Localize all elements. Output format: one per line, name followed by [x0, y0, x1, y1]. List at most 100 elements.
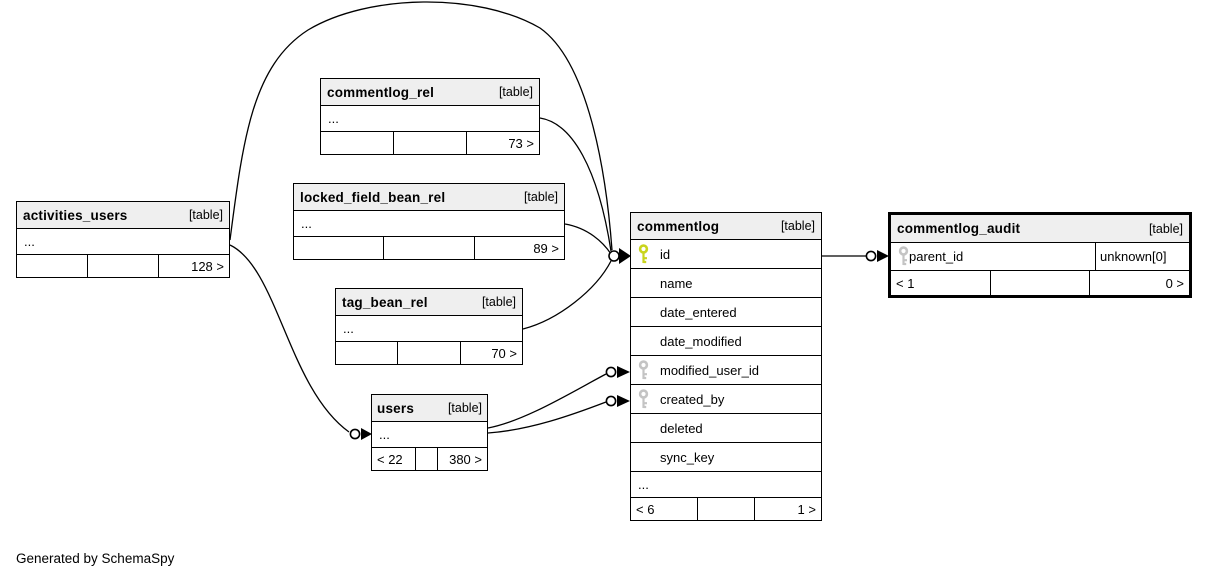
- footer-cell-mid: [384, 237, 475, 259]
- table-type-label: [table]: [780, 219, 815, 233]
- column-name: parent_id: [909, 249, 964, 264]
- column-name: modified_user_id: [660, 362, 760, 378]
- column-row-modified-user-id[interactable]: modified_user_id: [631, 356, 821, 385]
- column-row-created-by[interactable]: created_by: [631, 385, 821, 414]
- table-type-label: [table]: [481, 295, 516, 309]
- table-commentlog-rel[interactable]: commentlog_rel [table] ... 73 >: [320, 78, 540, 155]
- crowfoot-markers: [349, 248, 889, 440]
- column-type-label: unknown[0]: [1095, 243, 1189, 270]
- primary-key-icon: [638, 243, 653, 265]
- table-locked-field-bean-rel[interactable]: locked_field_bean_rel [table] ... 89 >: [293, 183, 565, 260]
- table-header[interactable]: tag_bean_rel [table]: [336, 289, 522, 316]
- table-footer: < 1 0 >: [891, 271, 1189, 295]
- column-name: id: [660, 246, 671, 262]
- table-commentlog[interactable]: commentlog [table] id name date_entered …: [630, 212, 822, 521]
- footer-cell-left: < 1: [891, 271, 991, 295]
- footer-cell-right: 128 >: [191, 258, 224, 274]
- ellipsis-row: ...: [321, 106, 539, 132]
- table-name: tag_bean_rel: [342, 294, 428, 310]
- ellipsis-text: ...: [24, 234, 35, 249]
- table-tag-bean-rel[interactable]: tag_bean_rel [table] ... 70 >: [335, 288, 523, 365]
- table-type-label: [table]: [498, 85, 533, 99]
- table-activities-users[interactable]: activities_users [table] ... 128 >: [16, 201, 230, 278]
- column-name: sync_key: [660, 449, 715, 465]
- table-footer: < 6 1 >: [631, 498, 821, 520]
- column-name: deleted: [660, 420, 703, 436]
- ellipsis-row: ...: [17, 229, 229, 255]
- column-row-parent-id[interactable]: parent_id unknown[0]: [891, 243, 1189, 271]
- column-row-deleted[interactable]: deleted: [631, 414, 821, 443]
- table-header[interactable]: commentlog_rel [table]: [321, 79, 539, 106]
- footer-cell-right: 1 >: [797, 501, 816, 517]
- footer-cell-mid: [991, 271, 1091, 295]
- footer-cell-right: 380 >: [449, 451, 482, 467]
- column-name: created_by: [660, 391, 725, 407]
- footer-cell-mid: [88, 255, 159, 277]
- rel-line-activities-commentlog: [229, 1, 613, 251]
- foreign-key-icon: [638, 359, 653, 381]
- ellipsis-text: ...: [343, 321, 354, 336]
- column-row-date-entered[interactable]: date_entered: [631, 298, 821, 327]
- footer-cell-left: [336, 342, 399, 364]
- table-name: activities_users: [23, 207, 128, 223]
- table-header[interactable]: commentlog_audit [table]: [891, 215, 1189, 243]
- table-name: commentlog: [637, 218, 720, 234]
- column-row-sync-key[interactable]: sync_key: [631, 443, 821, 472]
- ellipsis-row: ...: [631, 472, 821, 498]
- column-name: date_entered: [660, 304, 737, 320]
- table-commentlog-audit[interactable]: commentlog_audit [table] parent_id unkno…: [888, 212, 1192, 298]
- footer-cell-left: [321, 132, 394, 154]
- footer-cell-mid: [698, 498, 755, 520]
- generated-by-note: Generated by SchemaSpy: [16, 551, 175, 566]
- table-footer: 128 >: [17, 255, 229, 277]
- ellipsis-row: ...: [336, 316, 522, 342]
- table-header[interactable]: commentlog [table]: [631, 213, 821, 240]
- table-footer: 89 >: [294, 237, 564, 259]
- footer-cell-mid: [416, 448, 439, 470]
- rel-line-tagbean-commentlog: [522, 260, 612, 330]
- table-type-label: [table]: [523, 190, 558, 204]
- table-footer: 70 >: [336, 342, 522, 364]
- column-row-date-modified[interactable]: date_modified: [631, 327, 821, 356]
- foreign-key-icon: [638, 388, 653, 410]
- footer-cell-left: [17, 255, 88, 277]
- rel-line-activities-users: [229, 244, 350, 433]
- footer-cell-right: 89 >: [533, 240, 559, 256]
- table-users[interactable]: users [table] ... < 22 380 >: [371, 394, 488, 471]
- footer-cell-right: 70 >: [491, 345, 517, 361]
- rel-line-users-created: [487, 401, 607, 434]
- column-row-id[interactable]: id: [631, 240, 821, 269]
- column-name: date_modified: [660, 333, 742, 349]
- footer-cell-mid: [398, 342, 461, 364]
- ellipsis-text: ...: [379, 427, 390, 442]
- footer-cell-left: < 22: [372, 448, 416, 470]
- table-name: commentlog_audit: [897, 221, 1021, 236]
- footer-cell-left: < 6: [631, 498, 699, 520]
- rel-line-commentlogrel-commentlog: [539, 117, 612, 252]
- rel-line-lockedfield-commentlog: [564, 223, 612, 255]
- table-name: commentlog_rel: [327, 84, 435, 100]
- table-name: users: [377, 400, 415, 416]
- footer-cell-left: [294, 237, 385, 259]
- footer-cell-right: 0 >: [1165, 275, 1185, 291]
- ellipsis-row: ...: [294, 211, 564, 237]
- table-header[interactable]: locked_field_bean_rel [table]: [294, 184, 564, 211]
- foreign-key-icon: [898, 246, 909, 267]
- ellipsis-text: ...: [328, 111, 339, 126]
- table-type-label: [table]: [188, 208, 223, 222]
- column-row-name[interactable]: name: [631, 269, 821, 298]
- ellipsis-row: ...: [372, 422, 487, 448]
- table-type-label: [table]: [447, 401, 482, 415]
- ellipsis-text: ...: [301, 216, 312, 231]
- rel-line-users-modified: [487, 373, 607, 429]
- table-header[interactable]: users [table]: [372, 395, 487, 422]
- column-name: name: [660, 275, 693, 291]
- ellipsis-text: ...: [638, 477, 649, 492]
- table-footer: 73 >: [321, 132, 539, 154]
- footer-cell-right: 73 >: [508, 135, 534, 151]
- footer-cell-mid: [394, 132, 467, 154]
- table-type-label: [table]: [1148, 221, 1183, 236]
- table-footer: < 22 380 >: [372, 448, 487, 470]
- table-header[interactable]: activities_users [table]: [17, 202, 229, 229]
